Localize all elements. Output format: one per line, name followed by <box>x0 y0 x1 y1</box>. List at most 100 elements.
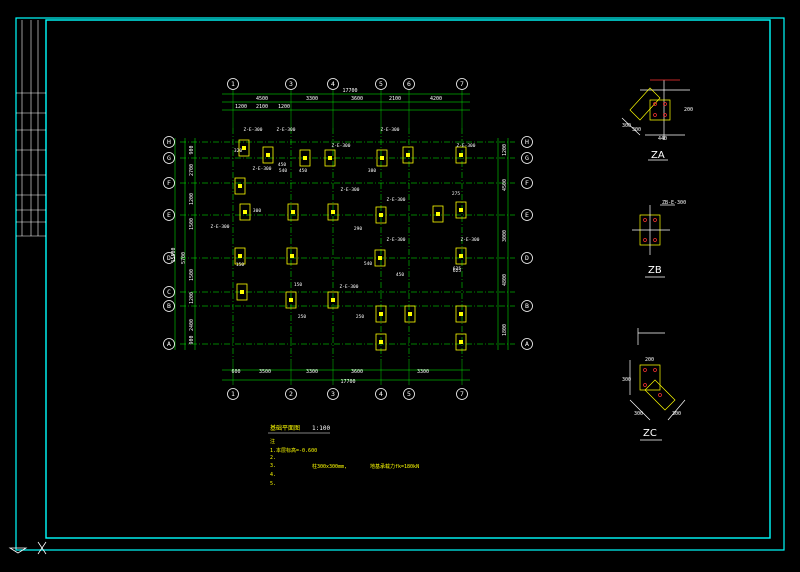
dim-left-6: 2400 <box>189 319 195 331</box>
column-core-22 <box>408 312 412 316</box>
dim-left-2: 1200 <box>189 193 195 205</box>
za-dim-4: 200 <box>684 107 694 113</box>
column-core-18 <box>240 290 244 294</box>
dim-bottom-0: 600 <box>231 369 240 375</box>
plan-number-6: 275 <box>452 191 460 197</box>
plan-number-11: 625 <box>453 266 461 272</box>
plan-number-0: 320 <box>234 148 242 154</box>
column-20 <box>327 291 339 309</box>
bubble-right-1-label: G <box>525 154 529 162</box>
bubble-top-1-label: 3 <box>289 80 293 88</box>
dim-left-7: 900 <box>189 335 195 344</box>
plan-number-2: 540 <box>279 168 287 174</box>
bubble-right-6-label: A <box>525 340 529 348</box>
bubble-left-4-circle <box>163 252 175 264</box>
dim-top-r2-1: 2100 <box>256 104 268 110</box>
column-5 <box>402 146 414 164</box>
bubble-left-4-label: D <box>167 254 171 262</box>
inner-frame <box>45 19 771 539</box>
bubble-bottom-3-circle <box>375 388 387 400</box>
column-core-20 <box>331 298 335 302</box>
bubble-bottom-1-label: 2 <box>289 390 293 398</box>
zc-dim-3: 300 <box>634 411 644 417</box>
bubble-top-3-label: 5 <box>379 80 383 88</box>
dim-bottom-3: 3600 <box>351 369 363 375</box>
bubble-right-4-circle <box>521 252 533 264</box>
bubble-top-2-circle <box>327 78 339 90</box>
plan-number-14: 250 <box>356 314 364 320</box>
title-block-left <box>16 20 46 237</box>
bubble-bottom-0-circle <box>227 388 239 400</box>
bubble-top-0-circle <box>227 78 239 90</box>
bubble-right-2-circle <box>521 177 533 189</box>
dim-top-r1-1: 3300 <box>306 96 318 102</box>
note-line-5: 5. <box>270 481 277 487</box>
column-core-3 <box>328 156 332 160</box>
column-core-4 <box>380 156 384 160</box>
column-label-7: Z-E-300 <box>387 197 406 203</box>
note-line-4: 4. <box>270 472 277 478</box>
dim-right-1: 4500 <box>502 179 508 191</box>
notes-title: 基础平面图 <box>270 425 301 432</box>
dim-top-r1-4: 4200 <box>430 96 442 102</box>
dim-left-5: 1200 <box>189 292 195 304</box>
column-label-4: Z-E-300 <box>457 143 476 149</box>
plan-number-9: 540 <box>364 261 372 267</box>
bubble-right-2-label: F <box>525 179 529 187</box>
bubble-right-0-label: H <box>525 138 529 146</box>
plan-number-3: 450 <box>299 168 307 174</box>
column-3 <box>324 149 336 167</box>
plan-number-1: 450 <box>278 162 286 168</box>
bubble-bottom-4-circle <box>403 388 415 400</box>
bubble-left-6-label: B <box>167 302 171 310</box>
column-0 <box>238 139 250 157</box>
detail-za-label: ZA <box>651 150 665 161</box>
zc-dim-2: 300 <box>622 377 632 383</box>
zc-dim-1: 200 <box>645 357 655 363</box>
column-core-12 <box>436 212 440 216</box>
bubble-top-4-label: 6 <box>407 80 411 88</box>
column-core-5 <box>406 153 410 157</box>
column-label-9: Z-E-300 <box>387 237 406 243</box>
bubble-bottom-2-circle <box>327 388 339 400</box>
column-core-17 <box>459 254 463 258</box>
column-core-10 <box>331 210 335 214</box>
zc-dim-4: 300 <box>672 411 682 417</box>
bubble-top-2-label: 4 <box>331 80 335 88</box>
dim-left-sub: 5700 <box>181 252 187 264</box>
column-14 <box>234 247 246 265</box>
dim-top-r2-2: 1200 <box>278 104 290 110</box>
column-core-9 <box>291 210 295 214</box>
column-core-13 <box>459 208 463 212</box>
column-22 <box>404 305 416 323</box>
bubble-top-5-label: 7 <box>460 80 464 88</box>
detail-zb-drawing <box>632 204 675 278</box>
bubble-left-2-label: F <box>167 179 171 187</box>
dim-top-r2-0: 1200 <box>235 104 247 110</box>
column-18 <box>236 283 248 301</box>
column-label-1: Z-E-300 <box>277 127 296 133</box>
dim-bottom-total: 17700 <box>340 379 355 385</box>
bubble-left-7-label: A <box>167 340 171 348</box>
bubble-bottom-4-label: 5 <box>407 390 411 398</box>
plan-number-12: 450 <box>396 272 404 278</box>
column-label-6: Z-E-300 <box>341 187 360 193</box>
column-label-5: Z-E-300 <box>253 166 272 172</box>
column-core-0 <box>242 146 246 150</box>
bubble-bottom-0-label: 1 <box>231 390 235 398</box>
column-label-2: Z-E-300 <box>332 143 351 149</box>
dim-right-3: 4800 <box>502 274 508 286</box>
note-line-3-extra: 柱300x300mm, <box>312 464 348 470</box>
detail-zb-label: ZB <box>648 265 662 276</box>
plan-number-4: 380 <box>368 168 376 174</box>
column-core-16 <box>378 256 382 260</box>
column-12 <box>432 205 444 223</box>
column-4 <box>376 149 388 167</box>
bubble-left-3-label: E <box>167 211 171 219</box>
bubble-left-5-circle <box>163 286 175 298</box>
column-19 <box>285 291 297 309</box>
column-core-24 <box>379 340 383 344</box>
